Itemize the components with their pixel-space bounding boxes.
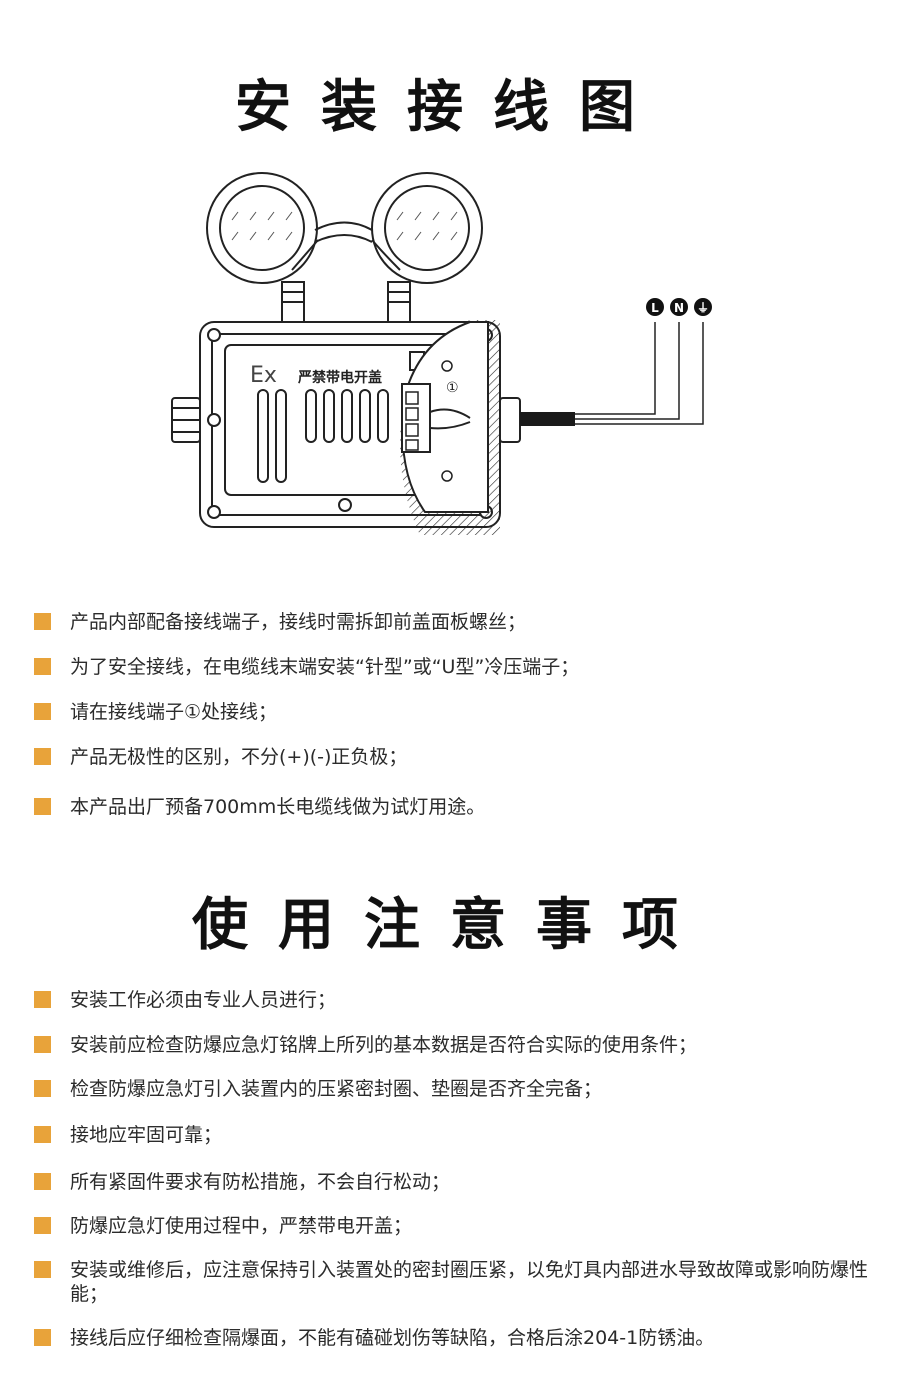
cutaway-view: ① — [400, 320, 500, 535]
ex-mark: Ex — [250, 363, 277, 388]
lamp-head-right — [371, 172, 483, 284]
bullet-square — [34, 1217, 51, 1234]
terminal-mark: ① — [446, 380, 459, 396]
lamp-head-left — [206, 172, 318, 284]
wire-label-n — [670, 298, 688, 316]
cable — [520, 322, 704, 426]
wire-label-ground — [694, 298, 712, 316]
wire-labels: L N ⏚ — [646, 298, 712, 316]
bullet-square — [34, 703, 51, 720]
lamp-arms — [281, 221, 411, 323]
svg-text:⏚: ⏚ — [697, 301, 709, 315]
wiring-diagram-title: 安装接线图 — [235, 75, 665, 140]
bullet-square — [34, 613, 51, 630]
bullet-square — [34, 748, 51, 765]
cover-warning-label: 严禁带电开盖 — [297, 369, 382, 386]
bullet-square — [34, 1126, 51, 1143]
bullet-square — [34, 1036, 51, 1053]
bullet-square — [34, 1173, 51, 1190]
precautions-title: 使用注意事项 — [192, 893, 708, 958]
bullet-square — [34, 1329, 51, 1346]
bullet-square — [34, 798, 51, 815]
svg-text:L: L — [651, 301, 659, 315]
bullet-square — [34, 1261, 51, 1278]
bullet-square — [34, 1080, 51, 1097]
svg-text:N: N — [674, 301, 684, 315]
wiring-diagram: Ex 严禁带电开盖 ① L N ⏚ — [171, 172, 712, 535]
bullet-square — [34, 658, 51, 675]
wire-label-l — [646, 298, 664, 316]
bullet-square — [34, 991, 51, 1008]
